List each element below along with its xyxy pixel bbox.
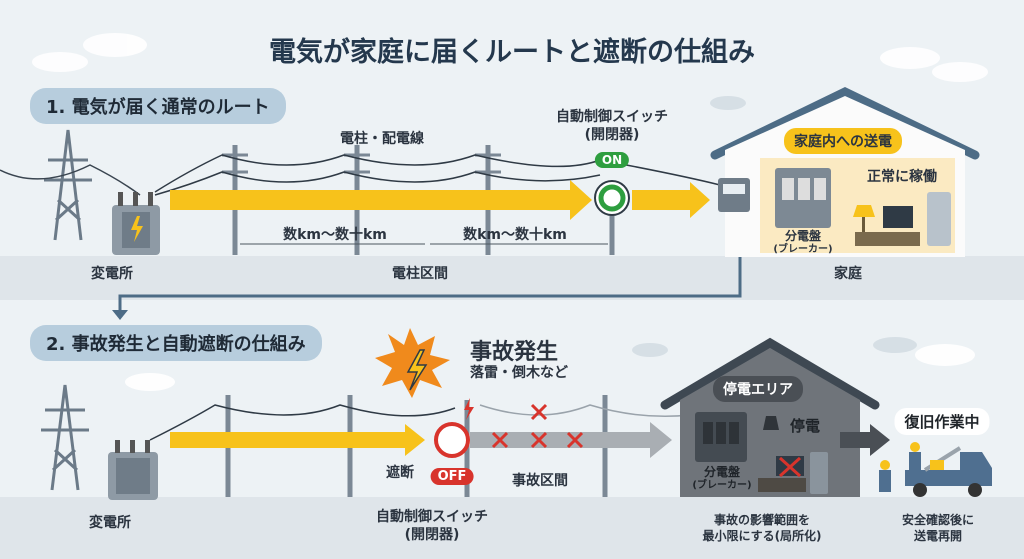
cutoff-label: 遮断 [386, 465, 414, 481]
x-mark-icon [491, 403, 584, 449]
power-lines [149, 404, 691, 441]
worker-icon [879, 442, 921, 492]
home-label: 家庭 [834, 266, 862, 282]
tv-stand [855, 232, 920, 246]
distance-label: 数km〜数十km [463, 227, 567, 243]
impact-note: 事故の影響範囲を最小限にする(局所化) [702, 513, 822, 543]
outage-area-bubble: 停電エリア [713, 376, 803, 402]
explosion-icon [375, 328, 450, 398]
transformer-icon [112, 192, 160, 255]
restore-note: 安全確認後に送電再開 [901, 513, 975, 543]
outage-label: 停電 [790, 417, 821, 435]
home-power-bubble: 家庭内への送電 [784, 128, 902, 154]
repair-truck-icon [905, 446, 992, 497]
meter-icon [718, 178, 750, 212]
ground [0, 256, 1024, 300]
lamp-off-icon [763, 416, 779, 430]
house-roof [660, 337, 880, 410]
house-roof [710, 86, 980, 160]
switch-label: 自動制御スイッチ(開閉器) [376, 509, 488, 543]
ground [0, 497, 1024, 559]
lamp-icon [853, 205, 875, 232]
cloud-icon [32, 33, 988, 391]
fridge-icon [810, 452, 828, 494]
distance-label: 数km〜数十km [283, 227, 387, 243]
power-flow-arrow [170, 424, 425, 456]
lightning-strike-icon [464, 398, 474, 420]
power-flow-arrow [632, 182, 710, 218]
power-lines [154, 154, 721, 196]
accident-causes: 落雷・倒木など [470, 365, 568, 381]
accident-section-label: 事故区間 [512, 473, 568, 489]
fridge-icon [927, 192, 951, 246]
accident-label: 事故発生 [470, 340, 559, 365]
panel-label: 分電盤(ブレーカー) [773, 229, 833, 255]
normal-label: 正常に稼働 [867, 169, 937, 185]
switch-off-badge: OFF [430, 468, 474, 485]
substation-label: 変電所 [89, 515, 131, 531]
switch-on-badge: ON [594, 152, 630, 168]
transmission-tower-icon [41, 384, 89, 491]
page-title: 電気が家庭に届くルートと遮断の仕組み [269, 37, 755, 68]
repair-bubble: 復旧作業中 [894, 408, 990, 435]
transmission-tower-icon [44, 129, 92, 241]
restore-arrow [840, 424, 890, 456]
power-flow-arrow [170, 180, 592, 220]
connector-arrow [112, 310, 128, 320]
pole-section-label: 電柱区間 [392, 266, 448, 282]
section2-heading: 2. 事故発生と自動遮断の仕組み [30, 325, 322, 361]
switch-off-icon [434, 422, 470, 458]
cut-power-arrow [470, 422, 672, 458]
lines-label: 電柱・配電線 [340, 131, 424, 147]
switch-label: 自動制御スイッチ(開閉器) [556, 109, 668, 143]
section1-heading: 1. 電気が届く通常のルート [30, 88, 286, 124]
panel-label: 分電盤(ブレーカー) [692, 465, 752, 491]
transformer-icon [108, 440, 158, 500]
tv-icon [883, 206, 913, 228]
substation-label: 変電所 [91, 266, 133, 282]
